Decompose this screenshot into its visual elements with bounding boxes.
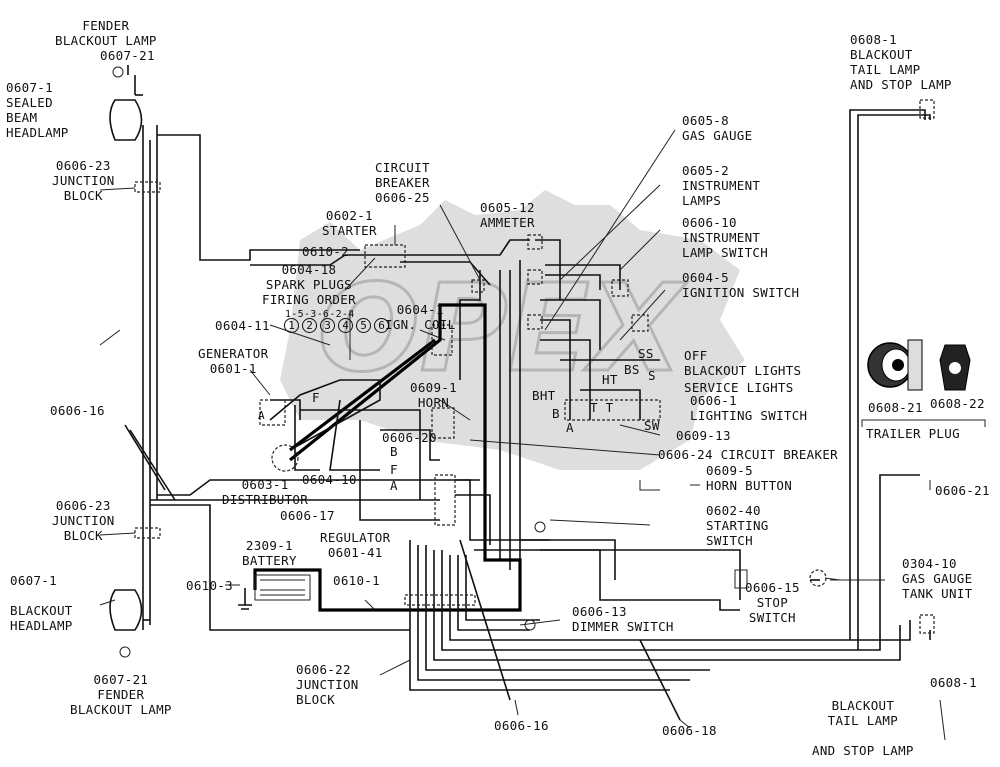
junction-block-top-label: 0606-23 JUNCTION BLOCK (52, 158, 115, 203)
switch-tt-label: T T (590, 400, 614, 415)
trailer-plug-label: TRAILER PLUG (866, 426, 960, 441)
watermark-gear (280, 190, 745, 470)
regulator-f-label: F (390, 462, 398, 477)
bs-label: BS (624, 362, 640, 377)
wire-0606-16-top-label: 0606-16 (50, 403, 105, 418)
switch-a-label: A (566, 420, 574, 435)
ignition-switch-label: 0604-5 IGNITION SWITCH (682, 270, 800, 300)
wire-0610-3-label: 0610-3 (186, 578, 233, 593)
plug-number: 1 (284, 318, 299, 333)
wire-0610-2-label: 0610-2 (302, 244, 349, 259)
lighting-switch-label: 0606-1 LIGHTING SWITCH (690, 393, 808, 423)
wire-0606-16-bottom-label: 0606-16 (494, 718, 549, 733)
blackout-tail-lamp-bottom-label: BLACKOUT TAIL LAMP AND STOP LAMP (812, 698, 914, 758)
plug-number: 4 (338, 318, 353, 333)
regulator-label: REGULATOR 0601-41 (320, 530, 391, 560)
ht-label: HT (602, 372, 618, 387)
wire-0604-11-label: 0604-11 (215, 318, 270, 333)
gas-gauge-label: 0605-8 GAS GAUGE (682, 113, 753, 143)
gas-gauge-tank-unit-label: 0304-10 GAS GAUGE TANK UNIT (902, 556, 973, 601)
wire-0609-13-label: 0609-13 (676, 428, 731, 443)
wire-0606-18-label: 0606-18 (662, 723, 717, 738)
starter-label: 0602-1 STARTER (322, 208, 377, 238)
dimmer-switch-label: 0606-13 DIMMER SWITCH (572, 604, 674, 634)
plug-number: 3 (320, 318, 335, 333)
instrument-lamp-switch-label: 0606-10 INSTRUMENT LAMP SWITCH (682, 215, 769, 260)
generator-f-label: F (312, 390, 320, 405)
trailer-0608-22-label: 0608-22 (930, 396, 985, 411)
fender-blackout-lamp-top-label: FENDER BLACKOUT LAMP (55, 18, 157, 48)
off-label: OFF (684, 348, 708, 363)
blackout-headlamp-label: 0607-1 BLACKOUT HEADLAMP (10, 573, 73, 633)
plug-number: 6 (374, 318, 389, 333)
circuit-breaker-label: CIRCUIT BREAKER 0606-25 (375, 160, 430, 205)
starting-switch-label: 0602-40 STARTING SWITCH (706, 503, 769, 548)
fender-blackout-lamp-bottom-label: 0607-21 FENDER BLACKOUT LAMP (70, 672, 172, 717)
junction-block-bottom-label: 0606-23 JUNCTION BLOCK (52, 498, 115, 543)
trailer-0608-21-label: 0608-21 (868, 400, 923, 415)
blackout-lights-label: BLACKOUT LIGHTS (684, 363, 802, 378)
switch-sw-label: SW (644, 418, 660, 433)
trailer-plug-icon (939, 344, 971, 391)
firing-order-label: 1-5-3-6-2-4 (285, 309, 355, 320)
fender-blackout-lamp-top-code: 0607-21 (100, 48, 155, 63)
stop-switch-label: 0606-15 STOP SWITCH (745, 580, 800, 625)
wire-0606-21-right-label: 0606-21 (935, 483, 990, 498)
bht-label: BHT (532, 388, 556, 403)
trailer-socket-icon (867, 339, 923, 391)
blackout-tail-lamp-top-label: 0608-1 BLACKOUT TAIL LAMP AND STOP LAMP (850, 32, 952, 92)
plug-number: 5 (356, 318, 371, 333)
regulator-a-label: A (390, 478, 398, 493)
blackout-tail-lamp-bottom-code: 0608-1 (930, 675, 977, 690)
ammeter-label: 0605-12 AMMETER (480, 200, 535, 230)
ignition-coil-label: 0604-1 IGN. COIL (385, 302, 456, 332)
service-lights-label: SERVICE LIGHTS (684, 380, 794, 395)
wire-0604-10-label: 0604-10 (302, 472, 357, 487)
distributor-label: 0603-1 DISTRIBUTOR (222, 477, 309, 507)
generator-label: GENERATOR 0601-1 (198, 346, 269, 376)
ss-label: SS (638, 346, 654, 361)
sealed-beam-headlamp-label: 0607-1 SEALED BEAM HEADLAMP (6, 80, 69, 140)
wire-0606-17-label: 0606-17 (280, 508, 335, 523)
switch-b-label: B (552, 406, 560, 421)
junction-block-22-label: 0606-22 JUNCTION BLOCK (296, 662, 359, 707)
instrument-lamps-label: 0605-2 INSTRUMENT LAMPS (682, 163, 761, 208)
generator-a-label: A (258, 409, 265, 422)
horn-button-label: 0609-5 HORN BUTTON (706, 463, 793, 493)
battery-label: 2309-1 BATTERY (242, 538, 297, 568)
s-label: S (648, 368, 656, 383)
horn-label: 0609-1 HORN (410, 380, 457, 410)
plug-number: 2 (302, 318, 317, 333)
regulator-b-label: B (390, 444, 398, 459)
wire-0606-20-label: 0606-20 (382, 430, 437, 445)
spark-plugs-label: 0604-18 SPARK PLUGS FIRING ORDER (262, 262, 356, 307)
wire-0610-1-label: 0610-1 (333, 573, 380, 588)
circuit-breaker-24-label: 0606-24 CIRCUIT BREAKER (658, 447, 838, 462)
